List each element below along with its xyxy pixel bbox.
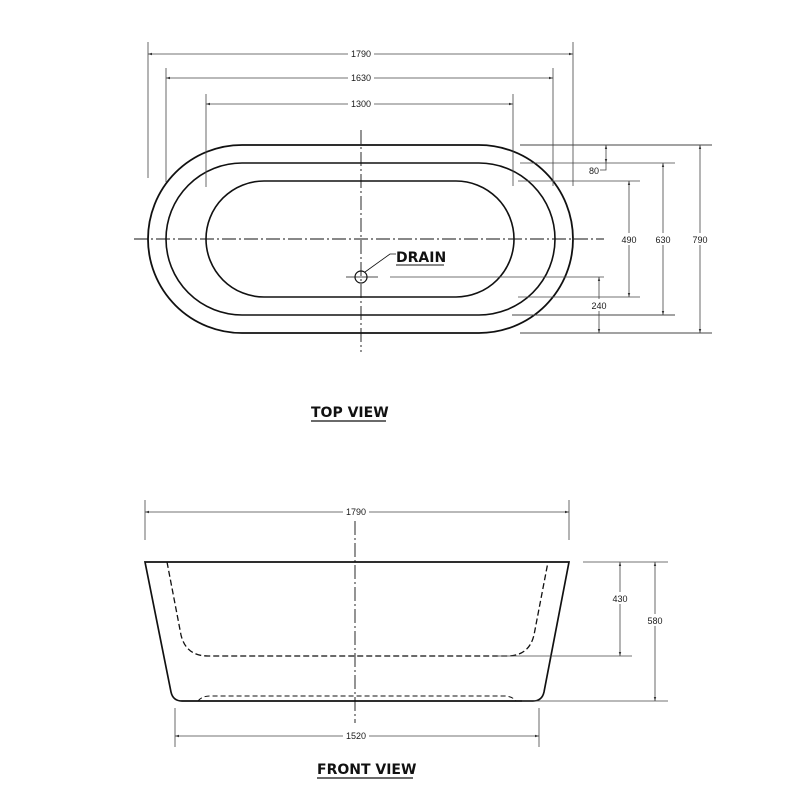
dim-overall-length: 1790: [351, 49, 371, 59]
tub-inner-basin-hidden: [166, 561, 549, 657]
dim-inner-length: 1300: [351, 99, 371, 109]
dim-rim-offset: 80: [589, 166, 599, 176]
top-view: DRAIN 1790 1630 1300 80: [134, 42, 712, 422]
dim-drain-offset: 240: [591, 301, 606, 311]
drain-label: DRAIN: [396, 250, 446, 266]
dim-front-top-length: 1790: [346, 507, 366, 517]
tub-base-recess-hidden: [197, 695, 517, 702]
tub-outer-profile: [143, 561, 571, 702]
front-view: 1790 1520 430 580 FRONT VIEW: [143, 500, 668, 779]
front-view-title: FRONT VIEW: [317, 762, 416, 778]
dim-inner-depth: 430: [612, 594, 627, 604]
dim-middle-length: 1630: [351, 73, 371, 83]
dim-overall-width: 790: [692, 235, 707, 245]
dim-overall-height: 580: [647, 616, 662, 626]
dim-inner-width: 490: [621, 235, 636, 245]
top-view-title: TOP VIEW: [311, 405, 389, 421]
dim-middle-width: 630: [655, 235, 670, 245]
dim-front-base-length: 1520: [346, 731, 366, 741]
drain-leader: [364, 253, 396, 273]
